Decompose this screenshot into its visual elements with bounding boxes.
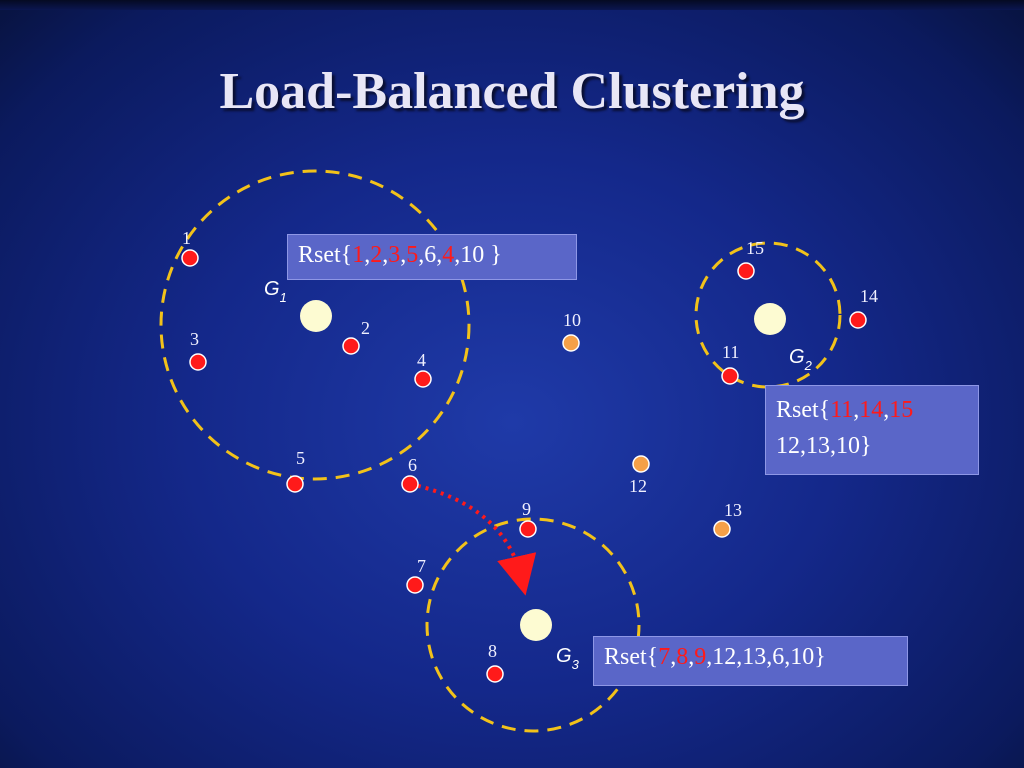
rset-highlight: 15 (889, 397, 914, 423)
rset-box-g1: Rset{1,2,3,5,6,4,10 } (287, 234, 577, 280)
node-7: 7 (406, 556, 426, 594)
node-label: 4 (417, 350, 426, 370)
cluster-g2-boundary (694, 241, 842, 389)
rset-highlight: 2 (370, 242, 383, 268)
rset-line-1: Rset{11,14,15 (776, 392, 968, 428)
node-label: 15 (746, 238, 764, 258)
node-label: 14 (860, 286, 878, 306)
rset-rest: ,10 } (454, 242, 502, 268)
rset-highlight: 4 (442, 242, 455, 268)
node-11: 11 (721, 342, 739, 385)
node-5: 5 (286, 448, 305, 493)
rset-highlight: 1 (352, 242, 365, 268)
rset-open: Rset{ (298, 242, 353, 268)
node-label: 12 (629, 476, 647, 496)
rset-highlight: 9 (694, 644, 707, 670)
node-12: 12 (629, 455, 650, 496)
rset-highlight: 5 (406, 242, 419, 268)
node-label: 5 (296, 448, 305, 468)
cluster-head-g3 (520, 609, 552, 641)
top-border (0, 0, 1024, 10)
rset-highlight: 8 (676, 644, 689, 670)
cluster-g1-boundary (159, 169, 471, 481)
node-8: 8 (486, 641, 504, 683)
rset-rest: ,12,13,6,10} (706, 644, 826, 670)
slide-title: Load-Balanced Clustering (219, 63, 805, 120)
cluster-g3-boundary (425, 517, 641, 733)
node-10: 10 (562, 310, 581, 352)
cluster-head-g1 (300, 300, 332, 332)
node-2: 2 (342, 318, 370, 355)
node-label: 10 (563, 310, 581, 330)
node-label: 9 (522, 499, 531, 519)
rset-sep: , (883, 397, 890, 423)
group-label-g1: G1 (264, 278, 287, 305)
migration-arrow (409, 482, 537, 596)
rset-open: Rset{ (776, 397, 831, 423)
node-label: 1 (182, 228, 191, 248)
node-4: 4 (414, 350, 432, 388)
group-label-g2: G2 (789, 346, 813, 373)
rset-box-g2: Rset{11,14,15 12,13,10} (765, 385, 979, 475)
node-13: 13 (713, 500, 742, 538)
node-label: 7 (417, 556, 426, 576)
node-1: 1 (181, 228, 199, 267)
rset-sep: , (853, 397, 860, 423)
cluster-head-g2 (754, 303, 786, 335)
node-label: 3 (190, 329, 199, 349)
rset-sep: , (364, 242, 371, 268)
node-6: 6 (401, 455, 419, 493)
node-14: 14 (849, 286, 878, 329)
node-15: 15 (737, 238, 764, 280)
node-label: 11 (722, 342, 739, 362)
rset-highlight: 3 (388, 242, 401, 268)
rset-highlight: 14 (859, 397, 884, 423)
rset-sep: , (688, 644, 695, 670)
node-3: 3 (189, 329, 207, 371)
rset-sep: , (400, 242, 407, 268)
rset-sep: ,6, (418, 242, 443, 268)
rset-sep: , (670, 644, 677, 670)
rset-box-g3: Rset{7,8,9,12,13,6,10} (593, 636, 908, 686)
group-label-g3: G3 (556, 645, 580, 672)
rset-highlight: 7 (658, 644, 671, 670)
rset-highlight: 11 (830, 397, 854, 423)
node-label: 8 (488, 641, 497, 661)
node-label: 2 (361, 318, 370, 338)
node-label: 6 (408, 455, 417, 475)
rset-sep: , (382, 242, 389, 268)
node-9: 9 (519, 499, 537, 538)
rset-open: Rset{ (604, 644, 659, 670)
node-label: 13 (724, 500, 742, 520)
rset-line-2: 12,13,10} (776, 433, 872, 459)
